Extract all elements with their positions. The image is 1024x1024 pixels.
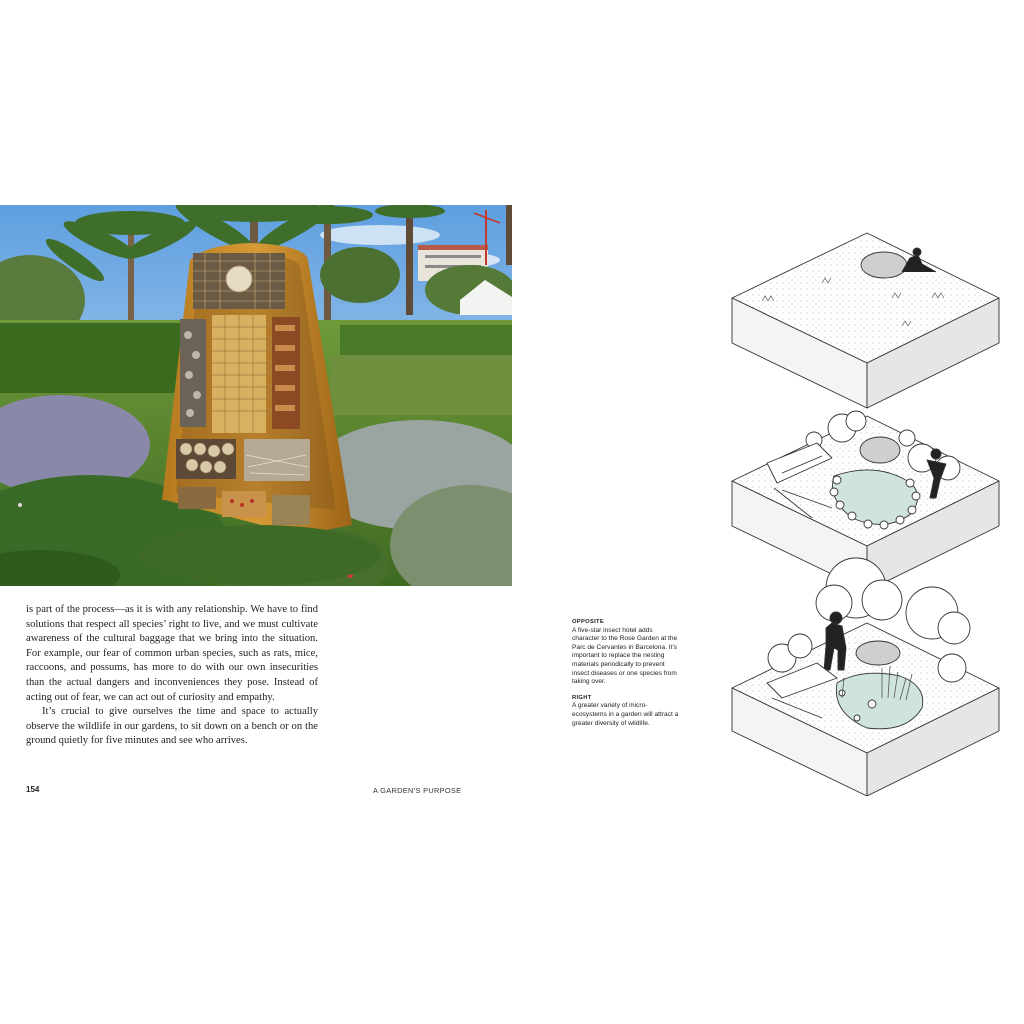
micro-ecosystem-diagram [722,228,1012,796]
page-number: 154 [26,785,40,794]
caption-label: OPPOSITE [572,619,605,625]
caption-text: A greater variety of micro-ecosystems in… [572,702,679,727]
body-paragraph: is part of the process—as it is with any… [26,604,318,703]
block-bottom [731,557,1000,796]
running-head: A GARDEN’S PURPOSE [373,786,462,795]
block-top [731,232,1000,409]
captions: OPPOSITE A five-star insect hotel adds c… [572,618,680,735]
caption-text: A five-star insect hotel adds character … [572,626,678,686]
block-middle [731,410,1000,592]
insect-hotel-photo [0,205,512,586]
body-paragraph: It’s crucial to give ourselves the time … [26,706,318,747]
body-text: is part of the process—as it is with any… [26,603,318,749]
caption-label: RIGHT [572,694,592,701]
